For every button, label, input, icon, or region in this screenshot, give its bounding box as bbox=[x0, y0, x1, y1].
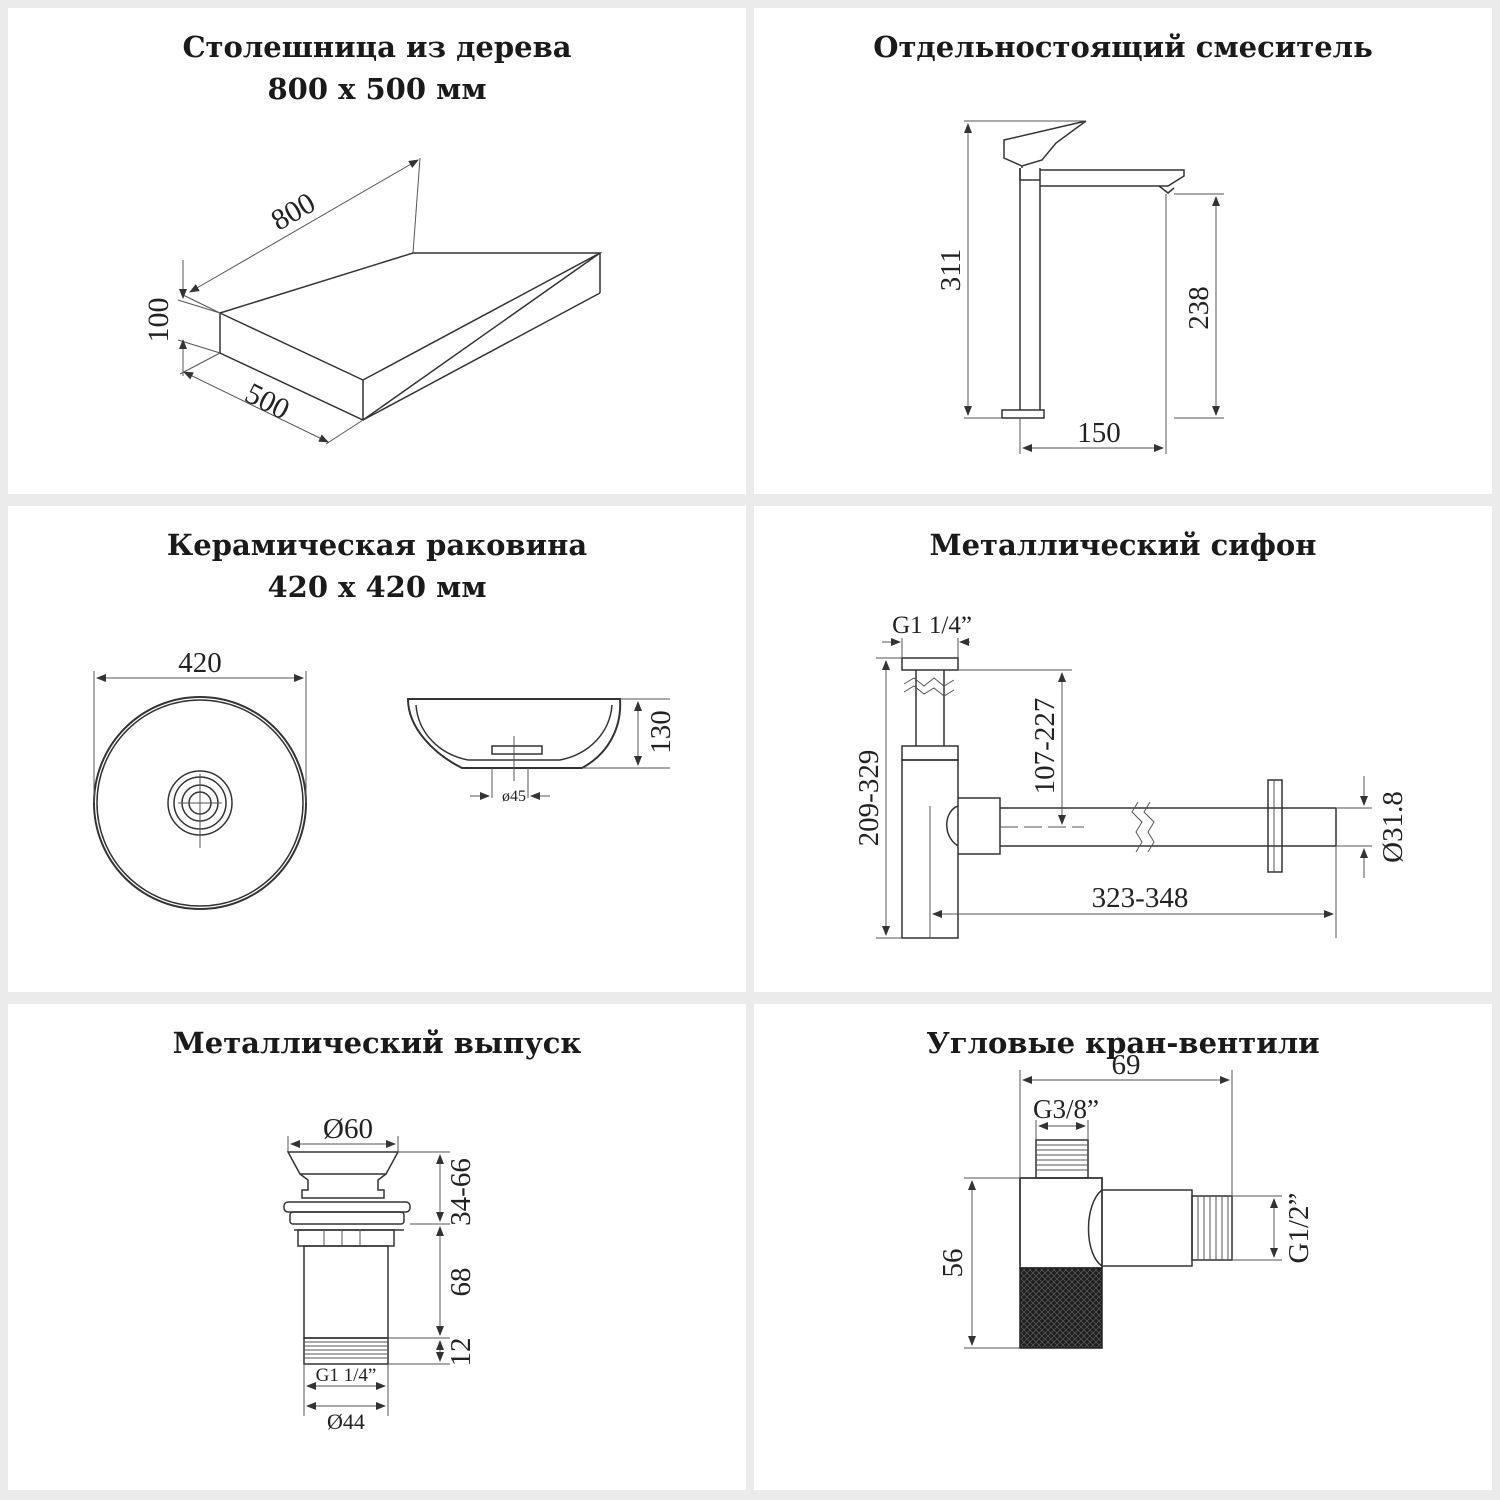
siphon-drawing: G1 1/4” 209-329 107-227 323-348 Ø31.8 bbox=[853, 612, 1409, 939]
height-label: 100 bbox=[142, 298, 175, 343]
title-line-1: Металлический сифон bbox=[929, 528, 1317, 562]
title-line-1: Столешница из дерева bbox=[182, 30, 572, 64]
height-range-label: 209-329 bbox=[853, 750, 885, 847]
panel-title: Металлический сифон bbox=[754, 524, 1492, 566]
thread-lines bbox=[304, 1341, 388, 1359]
panel-faucet: Отдельностоящий смеситель 311 bbox=[754, 8, 1492, 494]
title-line-2: 800 х 500 мм bbox=[267, 72, 487, 106]
width-label: 69 bbox=[1112, 1049, 1141, 1081]
side-thread-lines bbox=[1197, 1196, 1229, 1260]
panel-title: Угловые кран-вентили bbox=[754, 1022, 1492, 1064]
thread-label: G1 1/4” bbox=[316, 1365, 377, 1386]
title-line-1: Угловые кран-вентили bbox=[926, 1026, 1320, 1060]
title-line-1: Металлический выпуск bbox=[172, 1026, 582, 1060]
panel-basin: Керамическая раковина 420 х 420 мм 420 bbox=[8, 506, 746, 992]
panel-title: Керамическая раковина 420 х 420 мм bbox=[8, 524, 746, 608]
countertop-drawing: 800 100 500 bbox=[142, 157, 603, 445]
bottom-diameter-label: Ø44 bbox=[327, 1409, 365, 1434]
pipe-diameter-label: Ø31.8 bbox=[1377, 791, 1409, 863]
top-thread-label: G3/8” bbox=[1033, 1094, 1099, 1124]
panel-title: Металлический выпуск bbox=[8, 1022, 746, 1064]
diameter-label: 420 bbox=[178, 647, 222, 679]
valve-body bbox=[1019, 1139, 1233, 1349]
top-thread-lines bbox=[1036, 1144, 1088, 1171]
thread-height-label: 12 bbox=[445, 1338, 477, 1367]
basin-side-view bbox=[406, 698, 622, 798]
length-range-label: 323-348 bbox=[1092, 882, 1189, 914]
basin-drawing: 420 ø45 130 bbox=[93, 647, 677, 910]
panel-valve: Угловые кран-вентили bbox=[754, 1004, 1492, 1490]
cap-height-label: 34-66 bbox=[445, 1158, 477, 1226]
panel-title: Отдельностоящий смеситель bbox=[754, 26, 1492, 68]
title-line-1: Керамическая раковина bbox=[166, 528, 588, 562]
valve-drawing: 69 G3/8” 56 G1/2” bbox=[937, 1049, 1315, 1349]
panel-title: Столешница из дерева 800 х 500 мм bbox=[8, 26, 746, 110]
panel-siphon: Металлический сифон bbox=[754, 506, 1492, 992]
top-diameter-label: Ø60 bbox=[323, 1113, 373, 1145]
drain-label: ø45 bbox=[502, 788, 526, 805]
drain-body bbox=[283, 1151, 411, 1365]
faucet-body bbox=[1001, 120, 1185, 419]
inner-range-label: 107-227 bbox=[1029, 698, 1061, 795]
faucet-drawing: 311 238 150 bbox=[935, 120, 1224, 454]
body-height-label: 68 bbox=[445, 1268, 477, 1297]
title-line-2: 420 х 420 мм bbox=[267, 570, 487, 604]
spout-height-label: 238 bbox=[1183, 286, 1215, 330]
panel-drain: Металлический выпуск bbox=[8, 1004, 746, 1490]
siphon-body bbox=[901, 657, 1337, 939]
basin-top-view bbox=[93, 696, 307, 910]
drain-drawing: Ø60 34-66 68 12 G1 1/4” Ø44 bbox=[283, 1113, 477, 1434]
spout-reach-label: 150 bbox=[1077, 417, 1121, 449]
length-label: 800 bbox=[266, 186, 321, 237]
title-line-1: Отдельностоящий смеситель bbox=[873, 30, 1373, 64]
thread-label: G1 1/4” bbox=[892, 612, 972, 639]
height-label: 56 bbox=[937, 1249, 969, 1278]
side-thread-label: G1/2” bbox=[1283, 1193, 1315, 1264]
height-label: 130 bbox=[645, 710, 677, 754]
panel-countertop: Столешница из дерева 800 х 500 мм 800 10… bbox=[8, 8, 746, 494]
total-height-label: 311 bbox=[935, 249, 967, 291]
